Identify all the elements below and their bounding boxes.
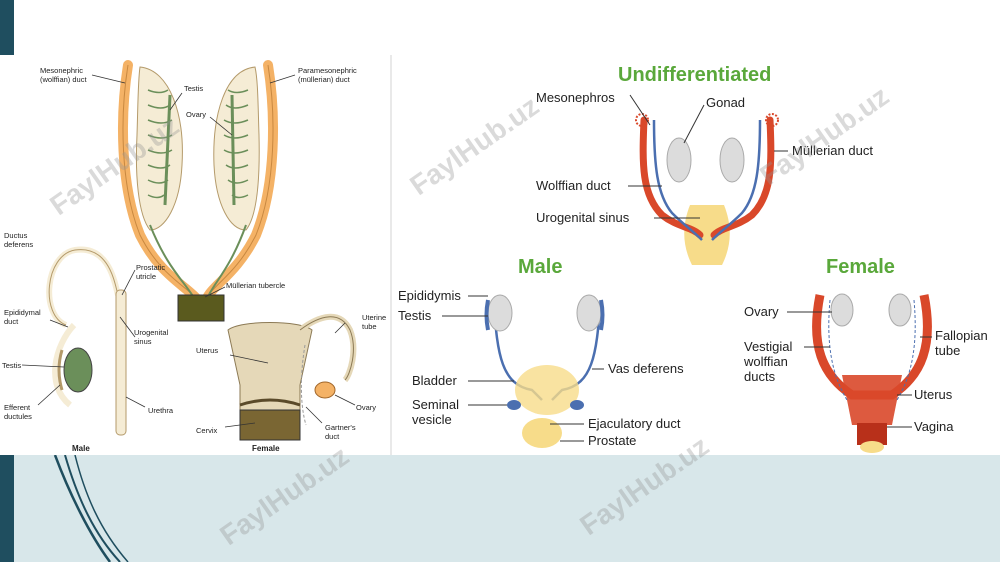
label-ovary-left: Ovary [356, 403, 376, 412]
left-diagram-svg: Mesonephric(wolffian) duct Testis Ovary … [2, 60, 386, 453]
ductus-deferens-loop [46, 246, 121, 328]
label-uterus-right: Uterus [914, 387, 953, 402]
male-testis-right [576, 294, 602, 332]
male-testis-left [487, 294, 513, 332]
label-mullerian-duct: Müllerian duct [792, 143, 873, 158]
label-mesonephros: Mesonephros [536, 90, 615, 105]
label-ejaculatory-duct: Ejaculatory duct [588, 416, 681, 431]
label-vas-deferens: Vas deferens [608, 361, 684, 376]
label-testis-right: Testis [398, 308, 432, 323]
left-leader-lines [21, 74, 356, 428]
female-ovary [314, 381, 336, 399]
undiff-gonad-left [666, 137, 692, 183]
label-cervix: Cervix [196, 426, 218, 435]
label-bladder: Bladder [412, 373, 457, 388]
heading-female: Female [826, 256, 895, 278]
heading-male: Male [518, 256, 562, 278]
cervix-block [239, 409, 301, 441]
top-band [0, 0, 1000, 55]
female-ovary-right [888, 293, 912, 327]
urogenital-sinus-block [177, 294, 225, 322]
label-mullerian-tubercle: Müllerian tubercle [226, 281, 285, 290]
undifferentiated-figure [635, 113, 779, 265]
left-accent-bar [0, 0, 14, 55]
label-prostate: Prostate [588, 433, 636, 448]
male-prostate [522, 418, 562, 448]
female-vagina [857, 423, 887, 445]
label-testis: Testis [2, 361, 21, 370]
left-mesonephros-body [135, 66, 183, 231]
left-tubules [147, 89, 173, 206]
bottom-accent-bar [0, 455, 14, 562]
right-development-diagram: Undifferentiated Male Female [392, 55, 1000, 455]
label-urogenital-sinus-right: Urogenital sinus [536, 210, 630, 225]
label-vagina: Vagina [914, 419, 954, 434]
label-uterus-left: Uterus [196, 346, 218, 355]
panel-divider [390, 55, 392, 455]
urethra-tube [115, 289, 127, 436]
right-diagram-svg: Undifferentiated Male Female [398, 64, 988, 453]
male-bladder [515, 365, 579, 415]
male-figure [484, 294, 605, 448]
right-tubules [223, 89, 249, 206]
label-epididymis: Epididymis [398, 288, 461, 303]
bottom-band [0, 454, 1000, 563]
bottom-swoosh-decoration [53, 454, 129, 563]
label-paramesonephric: Paramesonephric(müllerian) duct [298, 66, 357, 84]
male-testis [63, 347, 93, 393]
label-wolffian-duct: Wolffian duct [536, 178, 611, 193]
label-ovary-top: Ovary [186, 110, 206, 119]
female-figure [812, 293, 932, 453]
label-ovary-right: Ovary [744, 304, 779, 319]
label-urethra: Urethra [148, 406, 174, 415]
female-ovary-left [830, 293, 854, 327]
label-gonad: Gonad [706, 95, 745, 110]
right-mesonephros-body [213, 66, 260, 231]
right-leader-lines [442, 94, 932, 442]
female-uterus [842, 375, 902, 425]
left-embryology-diagram: Mesonephric(wolffian) duct Testis Ovary … [0, 55, 390, 455]
undiff-gonad-right [719, 137, 745, 183]
label-female-left: Female [252, 444, 280, 453]
label-male-left: Male [72, 444, 90, 453]
label-testis-top: Testis [184, 84, 203, 93]
label-mesonephric: Mesonephric(wolffian) duct [40, 66, 87, 84]
heading-undifferentiated: Undifferentiated [618, 64, 771, 86]
